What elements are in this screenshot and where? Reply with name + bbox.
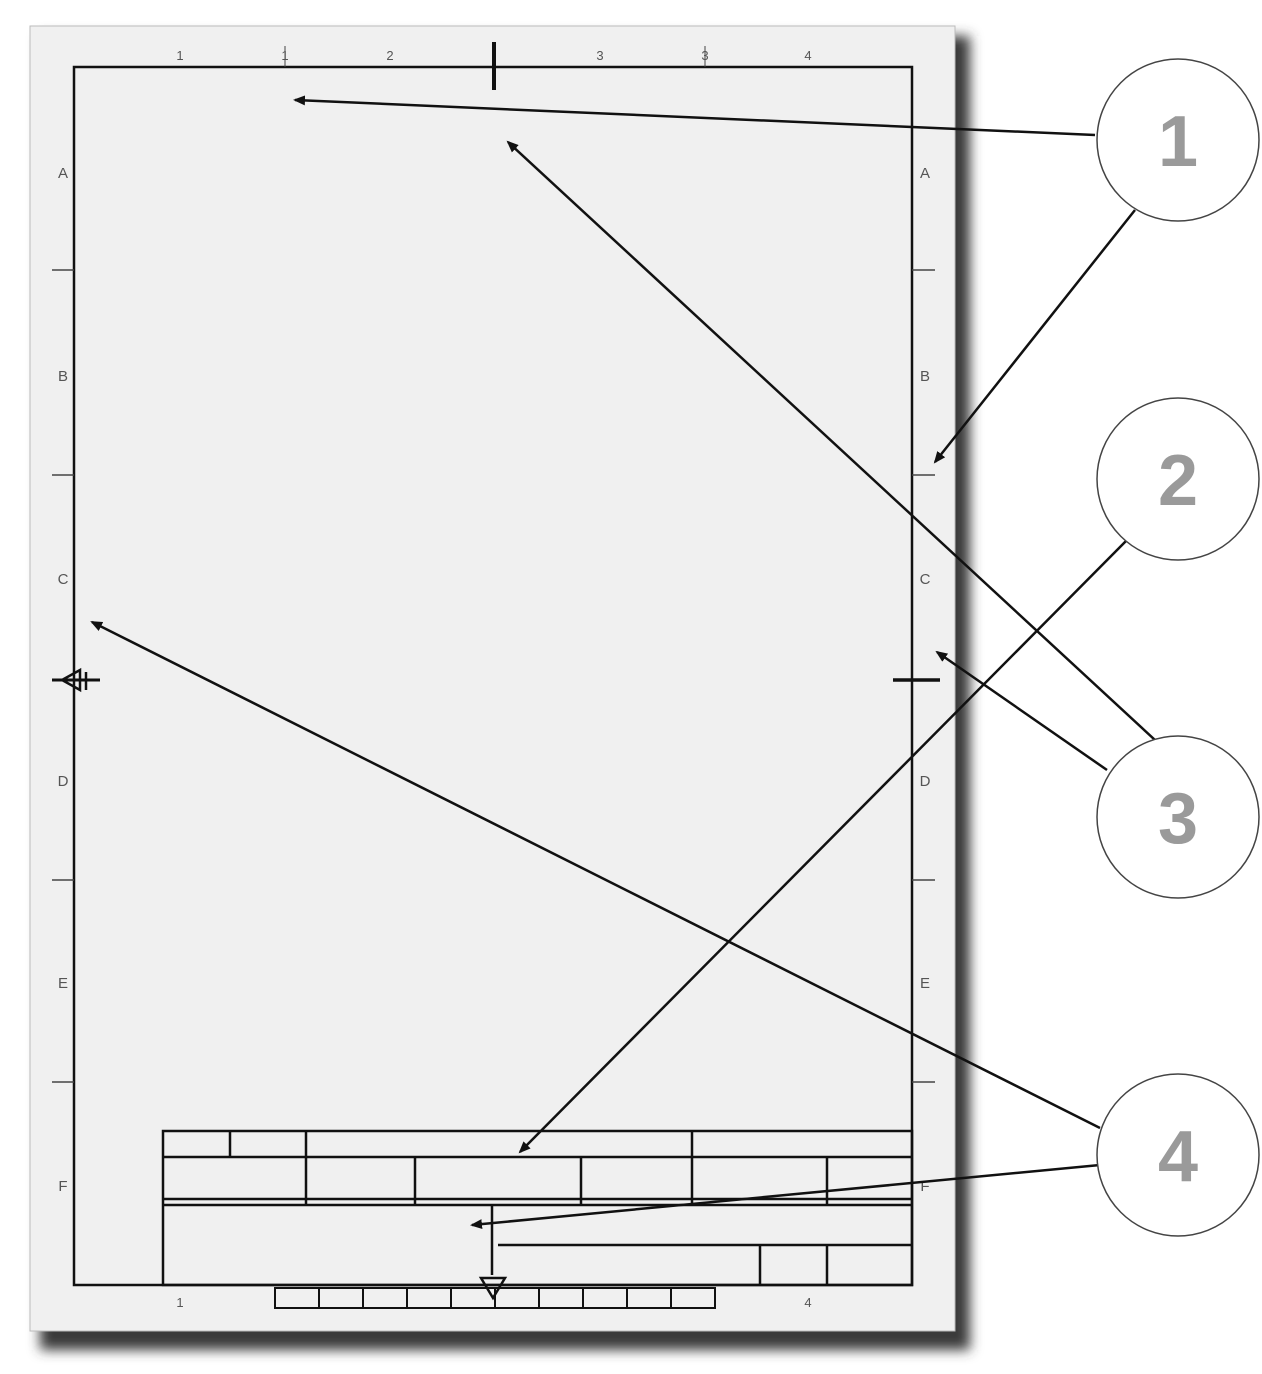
left-letter: E	[58, 975, 68, 992]
right-letter: B	[920, 368, 930, 385]
leader-arrows	[90, 95, 1156, 1230]
top-zone-ticks	[284, 46, 706, 67]
side-zone-ticks	[52, 269, 935, 1083]
right-zone-letters: A B C D E F	[920, 165, 931, 1195]
callout-circle	[1096, 1073, 1260, 1237]
bottom-number: 1	[176, 1295, 183, 1310]
left-letter: F	[58, 1178, 67, 1195]
top-number: 3	[596, 48, 603, 63]
left-centering-mark	[52, 667, 100, 693]
right-letter: F	[920, 1178, 929, 1195]
right-letter: E	[920, 975, 930, 992]
top-zone-numbers: 1 1 2 3 3 4	[176, 48, 811, 63]
top-number: 3	[701, 48, 708, 63]
bottom-number: 4	[804, 1295, 811, 1310]
callout-circle	[1096, 58, 1260, 222]
callout-label: 3	[1158, 779, 1198, 859]
callout-1: 1	[1096, 58, 1260, 222]
left-letter: D	[58, 773, 69, 790]
callout-label: 1	[1158, 102, 1198, 182]
callout-4: 4	[1096, 1073, 1260, 1237]
arrow-1-to-right-border	[933, 209, 1136, 464]
top-number: 2	[386, 48, 393, 63]
arrow-3-to-right-center	[935, 650, 1108, 772]
top-number: 1	[176, 48, 183, 63]
arrow-2-to-title-block	[518, 539, 1128, 1154]
top-number: 1	[281, 48, 288, 63]
left-zone-letters: A B C D E F	[58, 165, 69, 1195]
callout-circle	[1096, 397, 1260, 561]
callout-label: 4	[1158, 1117, 1198, 1197]
callout-label: 2	[1158, 441, 1198, 521]
right-letter: C	[920, 571, 931, 588]
left-letter: B	[58, 368, 68, 385]
right-letter: D	[920, 773, 931, 790]
callout-3: 3	[1096, 735, 1260, 899]
arrow-4-to-left-frame	[90, 620, 1101, 1130]
title-block	[161, 1129, 914, 1287]
left-letter: A	[58, 165, 68, 182]
bottom-strip	[274, 1287, 716, 1309]
callout-circle	[1096, 735, 1260, 899]
top-number: 4	[804, 48, 811, 63]
left-letter: C	[58, 571, 69, 588]
orientation-triangle-icon	[59, 667, 82, 693]
right-letter: A	[920, 165, 930, 182]
arrow-1-to-top-border	[293, 95, 1096, 137]
arrow-3-to-top-center	[506, 140, 1156, 741]
arrow-4-to-title-block-bottom	[470, 1163, 1101, 1230]
callout-2: 2	[1096, 397, 1260, 561]
sheet-paper	[29, 25, 956, 1332]
